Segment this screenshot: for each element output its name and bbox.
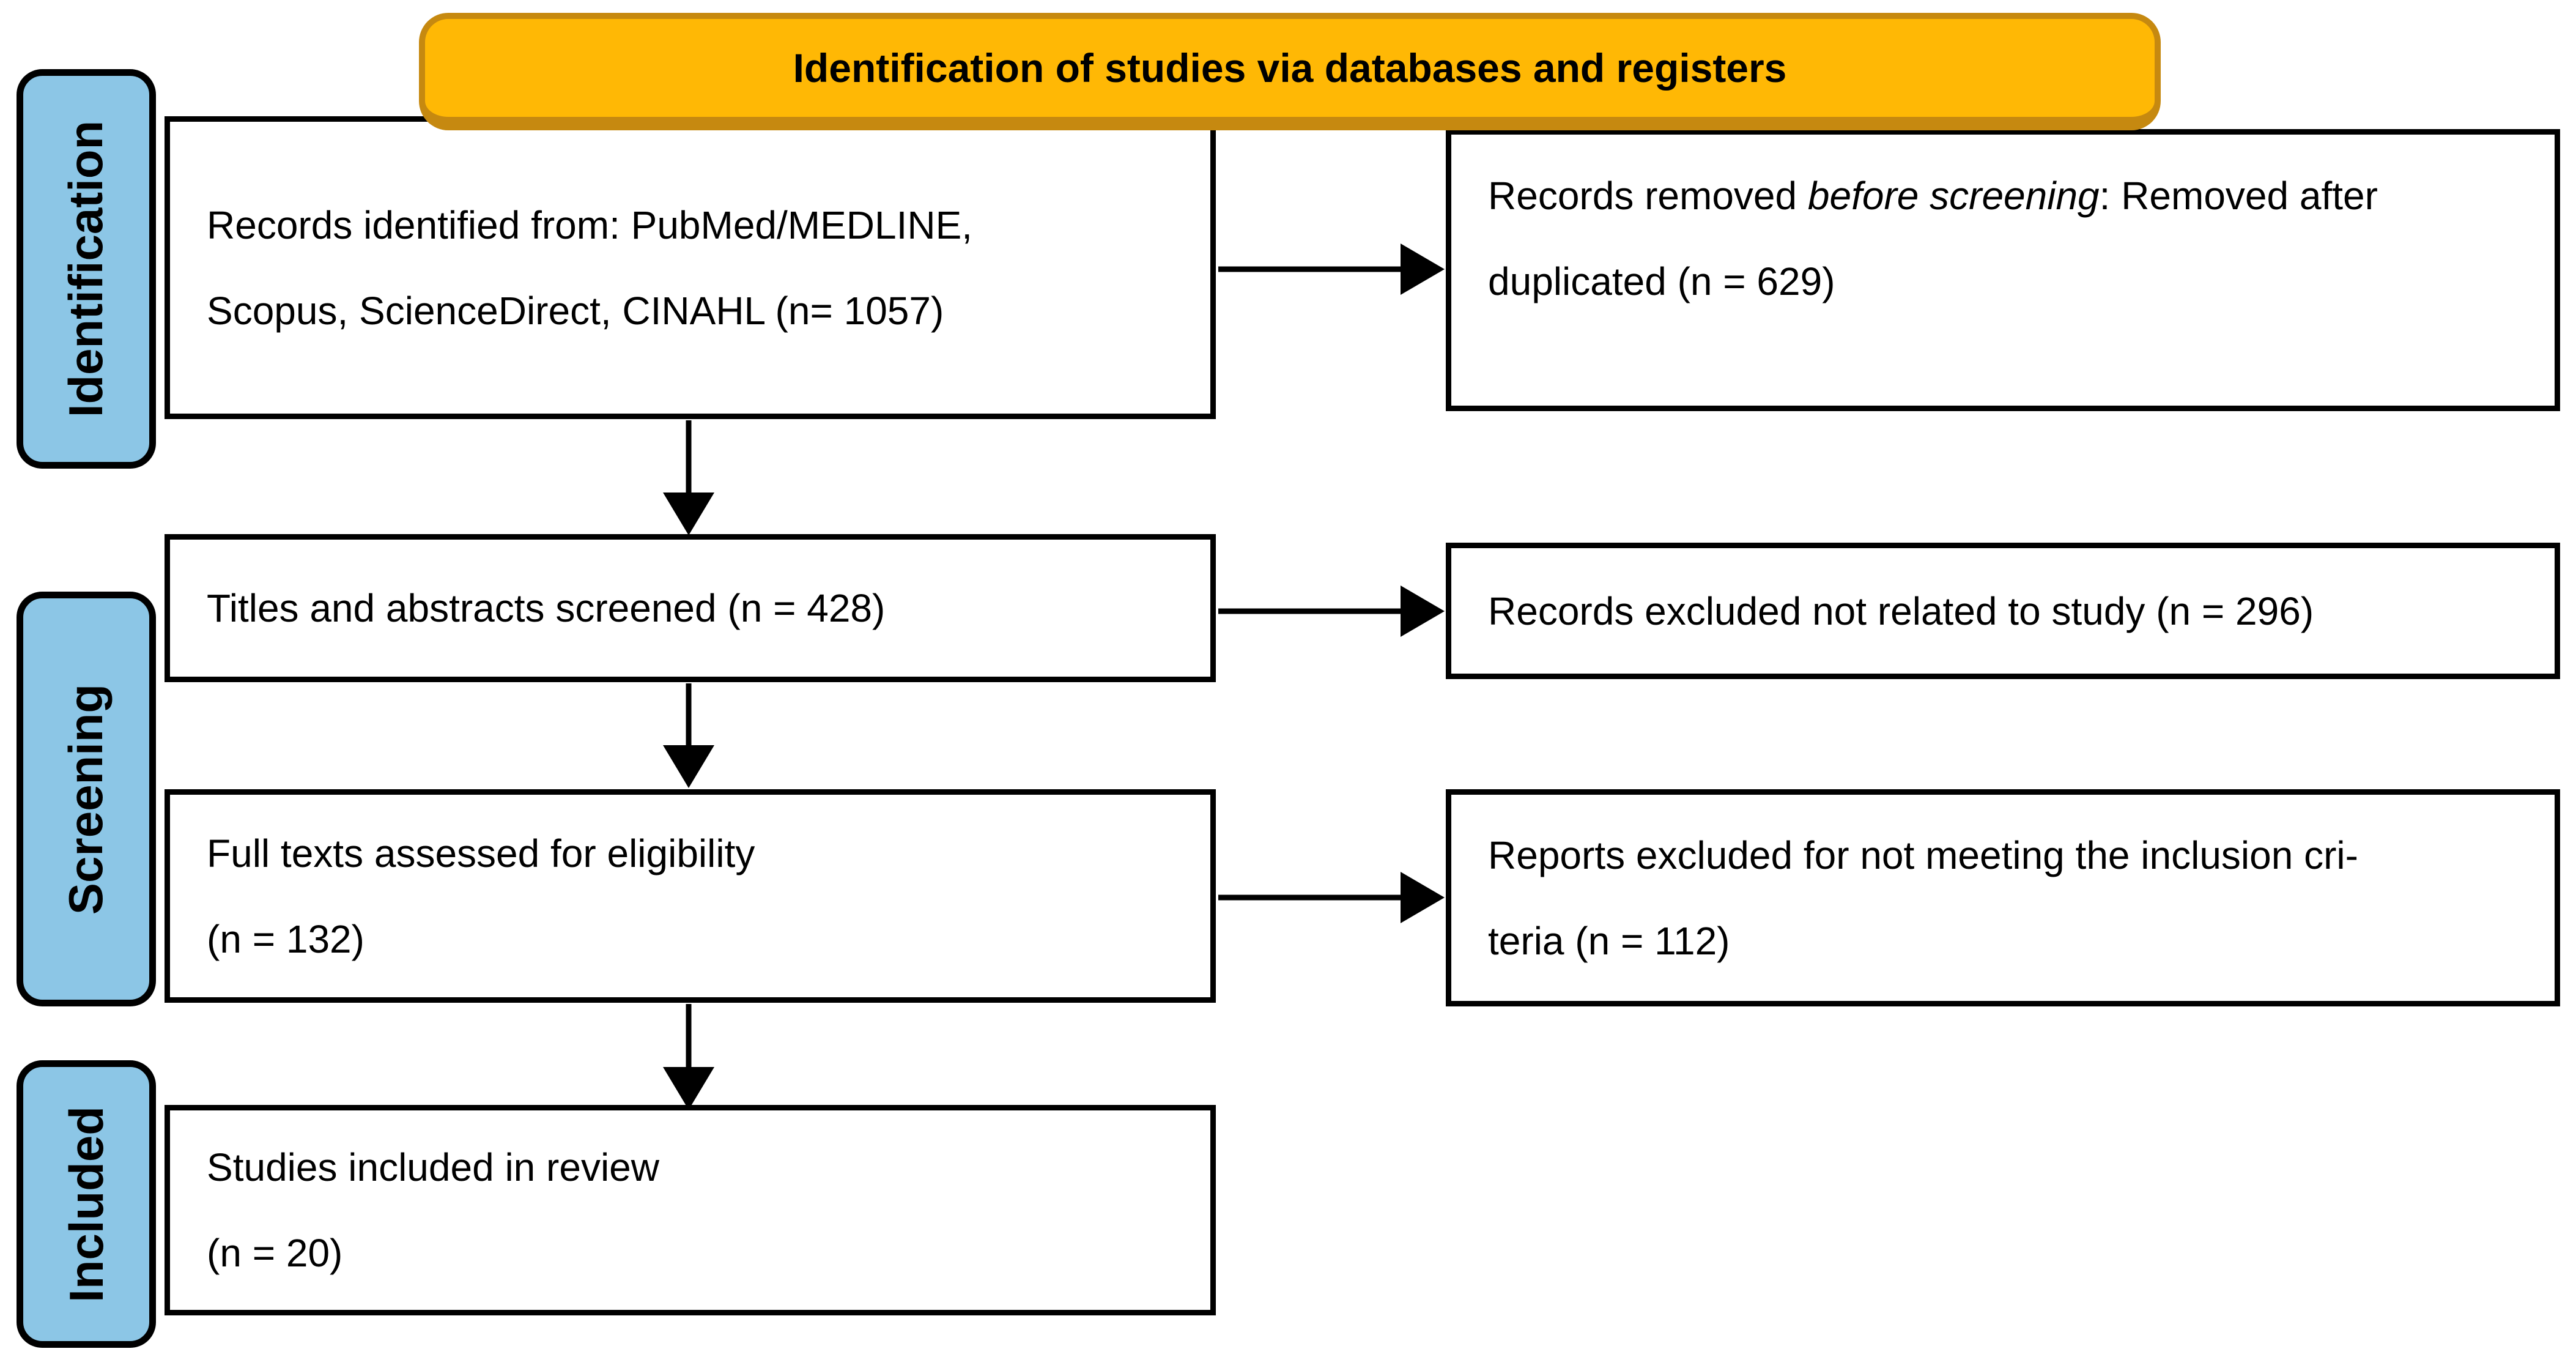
box-reports-excluded: Reports excluded for not meeting the inc… [1446, 789, 2560, 1006]
box-records-removed: Records removed before screening: Remove… [1446, 129, 2560, 411]
stage-label-identification: Identification [17, 69, 156, 469]
box-studies-included-line-1: Studies included in review [207, 1145, 659, 1189]
arrow-screened-to-fulltext [663, 683, 714, 788]
box-reports-excluded-line-2: teria (n = 112) [1488, 918, 1730, 963]
banner-title: Identification of studies via databases … [419, 13, 2161, 130]
box-records-removed-line-1: Records removed before screening: Remove… [1488, 174, 2378, 218]
box-records-identified-line-1: Records identified from: PubMed/MEDLINE, [207, 203, 973, 247]
arrow-identified-to-screened [663, 420, 714, 535]
stage-label-included: Included [17, 1060, 156, 1348]
box-full-texts-assessed-line-1: Full texts assessed for eligibility [207, 831, 755, 875]
stage-label-screening-text: Screening [59, 683, 113, 915]
box-records-removed-line-2: duplicated (n = 629) [1488, 259, 1835, 303]
box-titles-abstracts-screened-line-1: Titles and abstracts screened (n = 428) [207, 586, 886, 630]
box-reports-excluded-line-1: Reports excluded for not meeting the inc… [1488, 833, 2358, 877]
stage-label-identification-text: Identification [59, 120, 113, 418]
box-studies-included: Studies included in review (n = 20) [165, 1105, 1216, 1315]
stage-label-included-text: Included [59, 1106, 113, 1303]
arrow-identified-to-removed [1218, 243, 1445, 295]
banner-title-text: Identification of studies via databases … [793, 45, 1787, 91]
arrow-fulltext-to-included [663, 1004, 714, 1110]
arrow-fulltext-to-reports [1218, 872, 1445, 923]
box-records-identified: Records identified from: PubMed/MEDLINE,… [165, 116, 1216, 419]
box-studies-included-line-2: (n = 20) [207, 1231, 343, 1275]
box-records-excluded-line-1: Records excluded not related to study (n… [1488, 589, 2314, 633]
italic-before-screening: before screening [1807, 174, 2100, 218]
box-records-identified-line-2: Scopus, ScienceDirect, CINAHL (n= 1057) [207, 288, 944, 333]
stage-label-screening: Screening [17, 592, 156, 1006]
arrow-screened-to-excluded [1218, 585, 1445, 637]
box-full-texts-assessed-line-2: (n = 132) [207, 916, 365, 961]
box-records-excluded: Records excluded not related to study (n… [1446, 543, 2560, 679]
box-full-texts-assessed: Full texts assessed for eligibility (n =… [165, 789, 1216, 1003]
box-titles-abstracts-screened: Titles and abstracts screened (n = 428) [165, 534, 1216, 682]
